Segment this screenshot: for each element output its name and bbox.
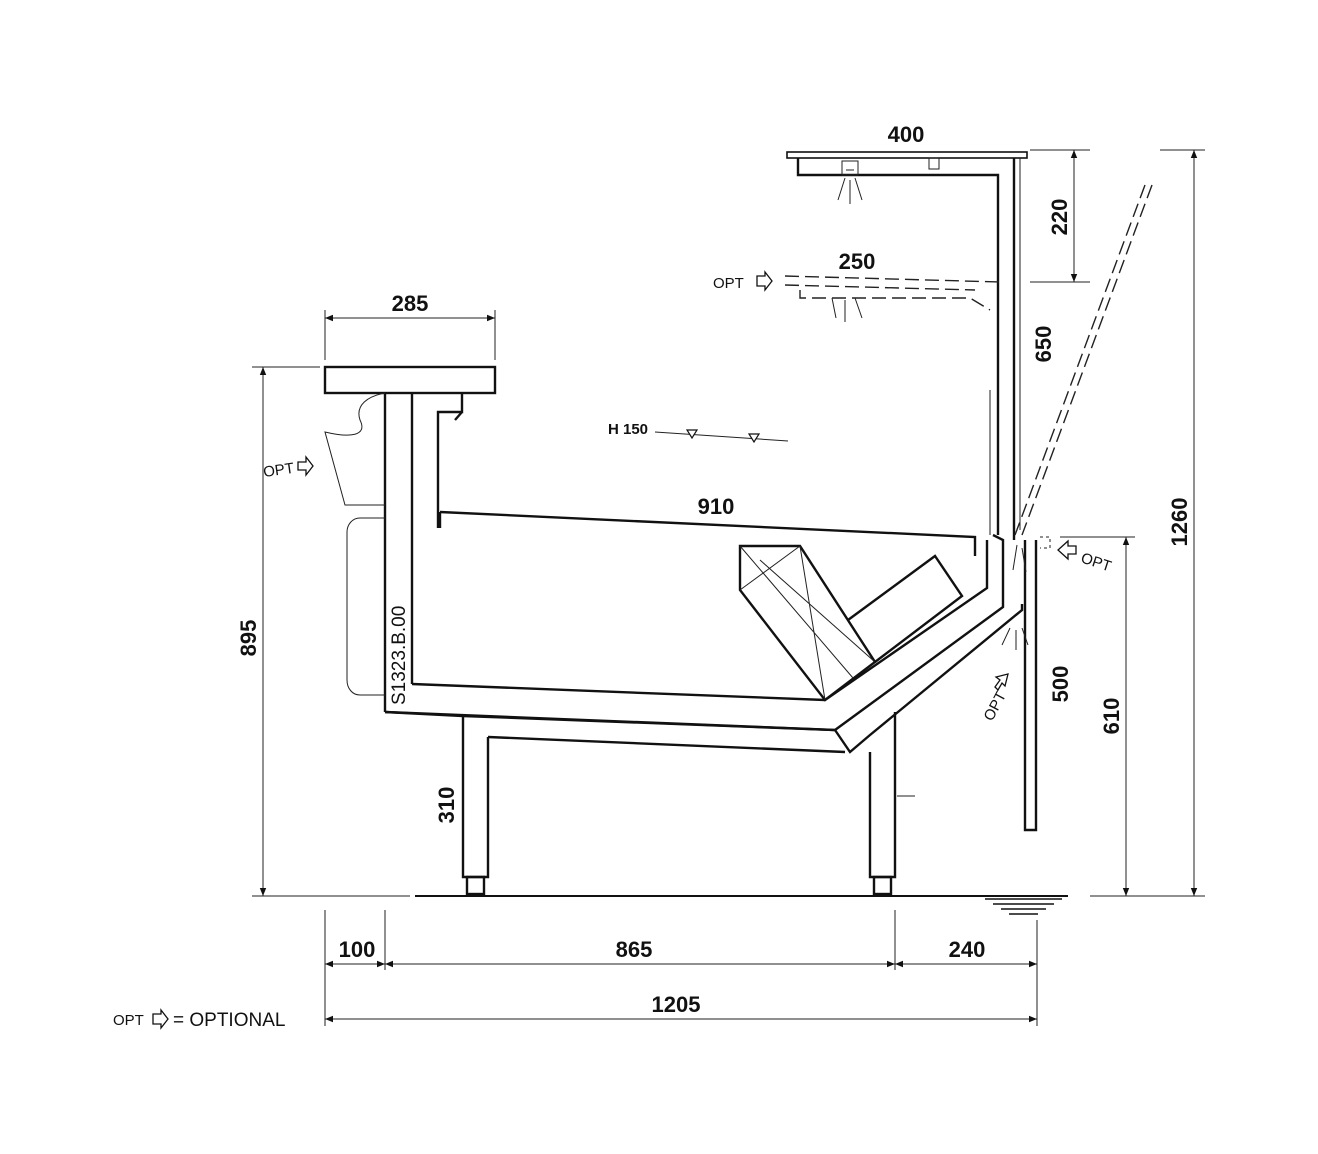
- tray-1: [738, 544, 877, 702]
- lamp-rays: [837, 169, 863, 204]
- dimension-labels: 400 250 285 910 100 865 240 1205 220 650…: [236, 122, 1192, 1017]
- front-panel: [1023, 540, 1038, 832]
- dim-right-overhang: 240: [949, 937, 986, 962]
- lower-lamp-rays: [1001, 627, 1029, 650]
- optional-side-items: [324, 392, 1051, 832]
- opt-label: OPT: [1079, 550, 1114, 576]
- left-foot: [465, 875, 486, 896]
- legend-text: = OPTIONAL: [173, 1010, 285, 1031]
- tray-1-cross: [739, 545, 876, 701]
- dim-top-shelf: 285: [392, 291, 429, 316]
- dim-optional-canopy: 250: [839, 249, 876, 274]
- opt-label: OPT: [262, 460, 295, 481]
- opt-arrow-icon: [756, 270, 773, 292]
- dim-left-overhang: 100: [339, 937, 376, 962]
- left-leg: [461, 716, 490, 879]
- canopy-structure: [786, 151, 1028, 540]
- ground-symbol: [985, 898, 1062, 915]
- opt-arrow-icon: [152, 1008, 169, 1030]
- shelf-bracket: [436, 393, 464, 528]
- opt-lamp-rays: [831, 297, 863, 322]
- dim-shelf-height: 895: [236, 620, 261, 657]
- dimension-lines: [252, 149, 1205, 1026]
- canopy-bracket: [928, 157, 940, 170]
- tank-bottom: [439, 510, 977, 556]
- legend: OPT = OPTIONAL: [113, 1010, 285, 1031]
- dim-canopy-height: 220: [1047, 199, 1072, 236]
- optional-compartment: [346, 517, 385, 696]
- opt-arrow-icon: [297, 455, 314, 477]
- display-trays: [738, 544, 964, 702]
- dim-top-canopy: 400: [888, 122, 925, 147]
- floor: [415, 895, 1068, 915]
- dim-glass-height: 650: [1031, 326, 1056, 363]
- legend-opt: OPT: [113, 1012, 144, 1029]
- top-shelf: [323, 365, 497, 395]
- dim-total-height: 1260: [1167, 498, 1192, 547]
- water-level-icon: [685, 429, 761, 444]
- model-code: S1323.B.00: [389, 606, 410, 705]
- dim-base-width: 865: [616, 937, 653, 962]
- dim-leg-height: 310: [434, 787, 459, 824]
- opt-arrow-icon: [1057, 539, 1077, 561]
- dim-front-panel: 500: [1048, 666, 1073, 703]
- opt-label: OPT: [981, 689, 1010, 724]
- tray-2: [847, 554, 964, 663]
- optional-glass: [1014, 184, 1153, 536]
- rear-column: [383, 393, 414, 712]
- frame-inner-line: [487, 735, 846, 754]
- opt-arrow-icon: [994, 673, 1009, 692]
- canopy-lamp: [841, 160, 859, 176]
- right-foot: [872, 875, 893, 896]
- canopy-frame: [796, 158, 1000, 535]
- dim-total-width: 1205: [652, 992, 701, 1017]
- opt-label: OPT: [713, 275, 744, 292]
- dim-front-height: 610: [1099, 698, 1124, 735]
- lower-frame: [384, 604, 1024, 754]
- legs: [461, 712, 915, 896]
- inner-body-profile: [411, 540, 989, 702]
- counter-structure: [323, 365, 1024, 754]
- canopy-top-plate: [786, 151, 1028, 159]
- front-lamp-rays: [1012, 544, 1027, 573]
- optional-canopy: [784, 275, 1001, 322]
- water-level-label: H 150: [608, 421, 648, 438]
- dim-tank-length: 910: [698, 494, 735, 519]
- optional-clip: [1040, 536, 1051, 549]
- optional-holder: [324, 392, 386, 506]
- opt-arrows: [152, 270, 1077, 1030]
- right-leg: [868, 712, 897, 879]
